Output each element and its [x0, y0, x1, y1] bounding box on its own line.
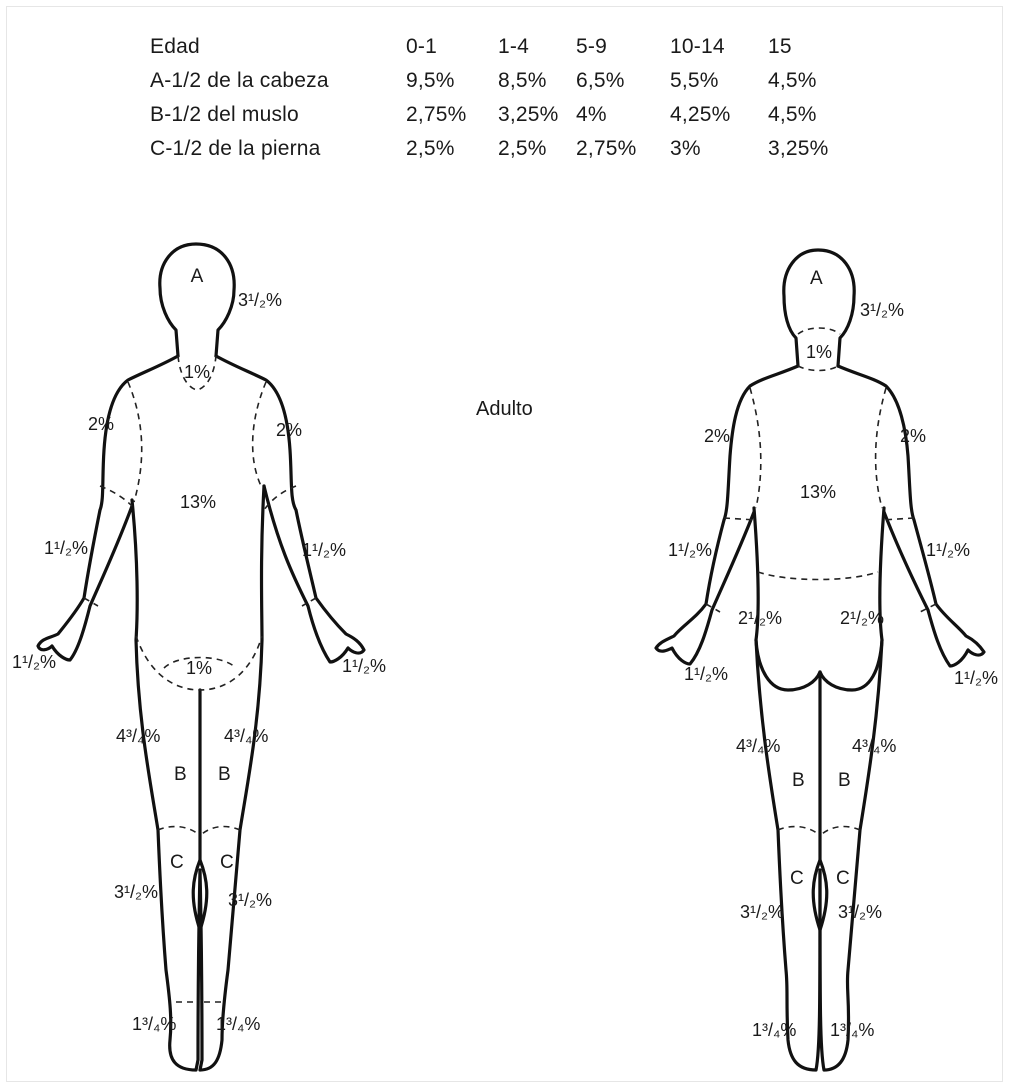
front-trunk-pct: 13%: [180, 492, 216, 512]
back-thigh-letter-left: B: [792, 770, 805, 791]
front-head-letter: A: [191, 266, 204, 287]
back-thigh-right: 4³/₄%: [852, 736, 896, 756]
adult-label: Adulto: [476, 398, 533, 421]
front-thigh-letter-right: B: [218, 764, 231, 785]
back-head-pct: 3¹/₂%: [860, 300, 904, 320]
front-hand-right: 1¹/₂%: [342, 656, 386, 676]
header-cell: 1-4: [498, 30, 576, 64]
back-body-outline: [656, 250, 984, 1070]
front-upper-arm-right: 2%: [276, 420, 302, 440]
front-hand-left: 1¹/₂%: [12, 652, 56, 672]
back-body-figure: A 3¹/₂% 1% 2% 2% 13% 1¹/₂% 1¹/₂% 2¹/₂% 2…: [620, 0, 1009, 1088]
front-genital-pct: 1%: [186, 658, 212, 678]
back-thigh-letter-right: B: [838, 770, 851, 791]
table-cell: 3,25%: [498, 98, 576, 132]
back-upper-arm-right: 2%: [900, 426, 926, 446]
front-leg-right: 3¹/₂%: [228, 890, 272, 910]
back-forearm-right: 1¹/₂%: [926, 540, 970, 560]
table-cell: 8,5%: [498, 64, 576, 98]
back-leg-letter-left: C: [790, 868, 804, 889]
front-upper-arm-left: 2%: [88, 414, 114, 434]
back-hand-right: 1¹/₂%: [954, 668, 998, 688]
front-foot-left: 1³/₄%: [132, 1014, 176, 1034]
back-labels: A 3¹/₂% 1% 2% 2% 13% 1¹/₂% 1¹/₂% 2¹/₂% 2…: [668, 268, 998, 1040]
back-leg-left: 3¹/₂%: [740, 902, 784, 922]
front-foot-right: 1³/₄%: [216, 1014, 260, 1034]
back-trunk-pct: 13%: [800, 482, 836, 502]
front-thigh-right: 4³/₄%: [224, 726, 268, 746]
back-hand-left: 1¹/₂%: [684, 664, 728, 684]
front-neck-pct: 1%: [184, 362, 210, 382]
front-leg-letter-left: C: [170, 852, 184, 873]
back-leg-right: 3¹/₂%: [838, 902, 882, 922]
front-body-figure: A 3¹/₂% 1% 2% 2% 13% 1¹/₂% 1¹/₂% 1¹/₂% 1…: [0, 0, 420, 1088]
back-buttock-right: 2¹/₂%: [840, 608, 884, 628]
back-thigh-left: 4³/₄%: [736, 736, 780, 756]
front-leg-letter-right: C: [220, 852, 234, 873]
front-forearm-right: 1¹/₂%: [302, 540, 346, 560]
back-upper-arm-left: 2%: [704, 426, 730, 446]
back-head-letter: A: [810, 268, 823, 289]
front-forearm-left: 1¹/₂%: [44, 538, 88, 558]
front-thigh-left: 4³/₄%: [116, 726, 160, 746]
back-foot-left: 1³/₄%: [752, 1020, 796, 1040]
table-cell: 2,5%: [498, 132, 576, 166]
front-leg-left: 3¹/₂%: [114, 882, 158, 902]
back-buttock-left: 2¹/₂%: [738, 608, 782, 628]
back-neck-pct: 1%: [806, 342, 832, 362]
back-foot-right: 1³/₄%: [830, 1020, 874, 1040]
front-thigh-letter-left: B: [174, 764, 187, 785]
front-head-pct: 3¹/₂%: [238, 290, 282, 310]
back-forearm-left: 1¹/₂%: [668, 540, 712, 560]
back-leg-letter-right: C: [836, 868, 850, 889]
